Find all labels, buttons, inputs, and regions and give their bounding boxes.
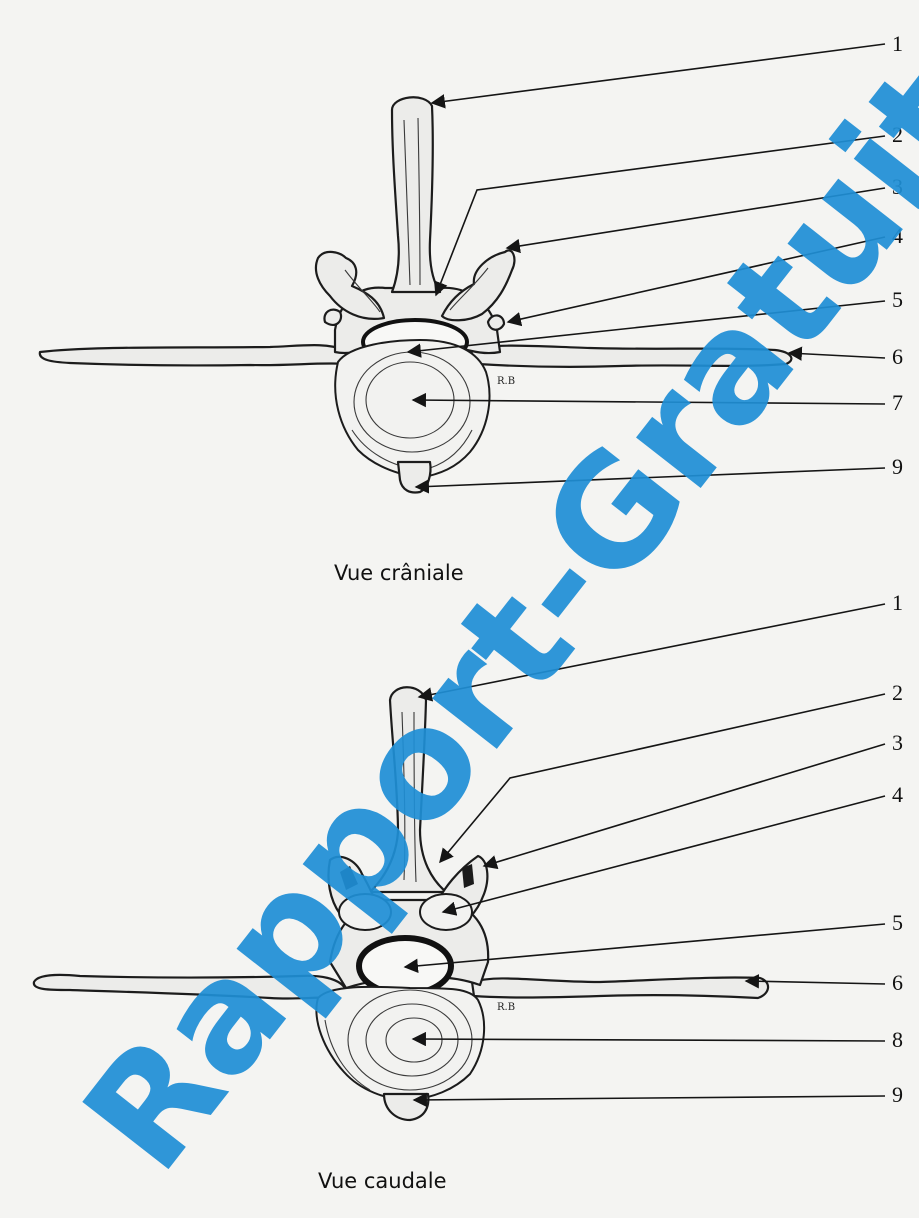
articular-process-left — [316, 252, 384, 319]
spinous-process — [392, 97, 440, 292]
caption-cranial-view: Vue crâniale — [334, 561, 464, 585]
artist-initials: R.B — [497, 376, 515, 387]
label-3: 3 — [892, 730, 903, 755]
label-6: 6 — [892, 344, 903, 369]
label-9: 9 — [892, 454, 903, 479]
label-8: 8 — [892, 1027, 903, 1052]
artist-initials: R.B — [497, 1002, 515, 1013]
label-5: 5 — [892, 910, 903, 935]
watermark-text: Rapport-Gratuit.com — [51, 0, 919, 1202]
vertebral-body — [335, 340, 489, 478]
label-2: 2 — [892, 680, 903, 705]
label-9: 9 — [892, 1082, 903, 1107]
label-4: 4 — [892, 782, 903, 807]
label-7: 7 — [892, 390, 903, 415]
articular-process-right — [442, 250, 514, 320]
watermark: Rapport-Gratuit.com — [51, 0, 919, 1202]
labels-caudal: 1 2 3 4 5 6 8 9 — [892, 590, 903, 1107]
ventral-crest — [398, 462, 431, 493]
caption-caudal-view: Vue caudale — [318, 1169, 447, 1193]
transverse-process-left — [40, 345, 348, 365]
label-6: 6 — [892, 970, 903, 995]
transverse-process-right — [472, 977, 768, 998]
ventral-crest — [384, 1094, 428, 1120]
label-1: 1 — [892, 590, 903, 615]
